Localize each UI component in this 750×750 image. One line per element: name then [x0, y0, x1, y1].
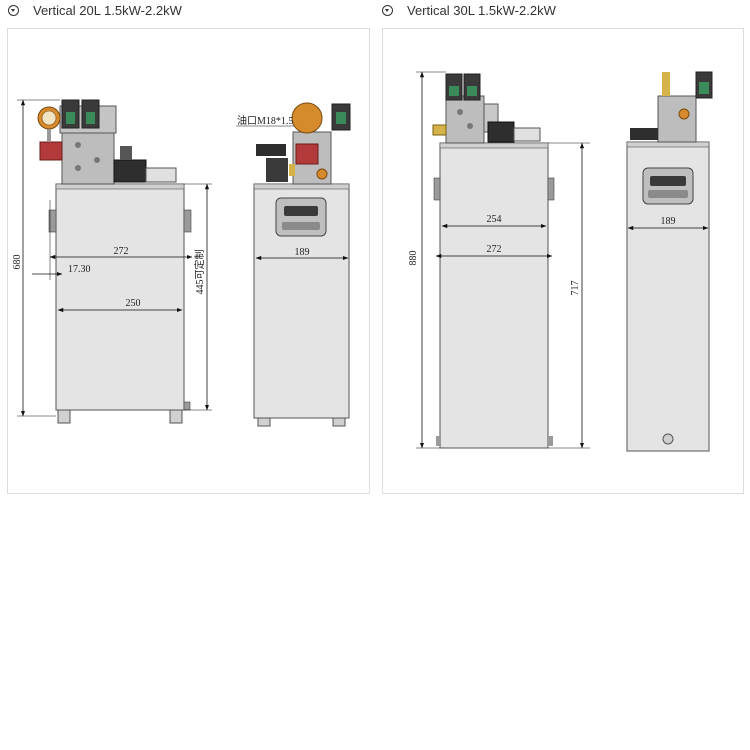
dims-front-30l	[416, 71, 590, 449]
tank-handle	[275, 197, 327, 237]
flow-control	[487, 121, 515, 143]
foot	[57, 409, 71, 424]
pressure-gauge	[291, 102, 323, 134]
relief-valve	[39, 141, 63, 161]
side-view-20l	[253, 102, 351, 427]
dim-30l-width-top: 272	[487, 244, 502, 255]
panel-header-30l[interactable]: Vertical 30L 1.5kW-2.2kW	[382, 1, 556, 19]
panel-title-20l: Vertical 20L 1.5kW-2.2kW	[33, 2, 182, 18]
dim-20l-depth: 189	[295, 247, 310, 258]
drain-plug	[662, 433, 674, 445]
panel-header-20l[interactable]: Vertical 20L 1.5kW-2.2kW	[8, 1, 182, 19]
dim-20l-height-total: 680	[12, 255, 23, 270]
front-view-20l	[37, 99, 192, 424]
panel-title-30l: Vertical 30L 1.5kW-2.2kW	[407, 2, 556, 18]
manifold-block	[61, 132, 115, 185]
tank-body	[439, 142, 549, 449]
dim-30l-height-tank: 717	[570, 281, 581, 296]
tank-body	[55, 183, 185, 411]
foot	[169, 409, 183, 424]
dim-20l-offset: 17.30	[68, 264, 91, 275]
dim-20l-height-tank: 445可定制	[193, 250, 206, 295]
dim-30l-height-total: 880	[408, 251, 419, 266]
dim-30l-width-inner: 254	[487, 214, 502, 225]
dim-20l-width-base: 250	[126, 298, 141, 309]
dim-30l-depth: 189	[661, 216, 676, 227]
oil-port-label: 油口M18*1.5	[237, 114, 293, 127]
flow-control	[113, 159, 147, 183]
side-view-30l	[626, 71, 713, 452]
chevron-down-icon[interactable]	[8, 4, 19, 16]
chevron-down-icon[interactable]	[382, 4, 393, 16]
manifold-block	[657, 95, 697, 143]
manifold-block	[445, 95, 485, 144]
dim-20l-width-top: 272	[114, 246, 129, 257]
dims-front-20l	[17, 99, 212, 417]
front-view-30l	[432, 73, 555, 449]
